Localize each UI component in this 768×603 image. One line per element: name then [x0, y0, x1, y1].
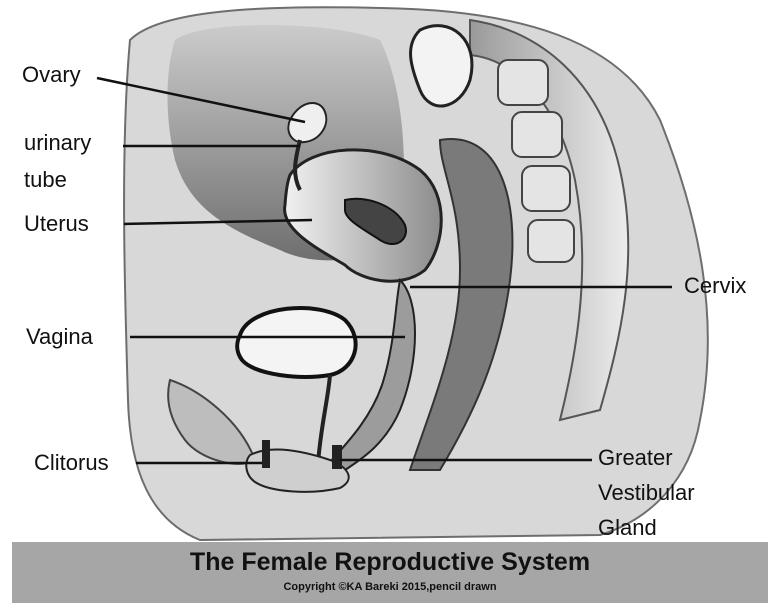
- copyright-notice: Copyright ©KA Bareki 2015,pencil drawn: [12, 581, 768, 593]
- label-urinary-tube-line1: urinary: [24, 130, 91, 156]
- bladder: [237, 308, 355, 377]
- label-greater-vestibular-gland-line1: Greater: [598, 445, 673, 471]
- label-ovary: Ovary: [22, 62, 81, 88]
- caption-bar: The Female Reproductive System Copyright…: [12, 542, 768, 603]
- clitoris-mark: [262, 440, 270, 468]
- label-urinary-tube-line2: tube: [24, 167, 67, 193]
- label-vagina: Vagina: [26, 324, 93, 350]
- label-greater-vestibular-gland-line2: Vestibular: [598, 480, 695, 506]
- label-cervix: Cervix: [684, 273, 746, 299]
- label-clitorus: Clitorus: [34, 450, 109, 476]
- label-uterus: Uterus: [24, 211, 89, 237]
- figure-title: The Female Reproductive System: [12, 548, 768, 577]
- label-greater-vestibular-gland-line3: Gland: [598, 515, 657, 541]
- vestibular-gland-mark: [332, 445, 342, 469]
